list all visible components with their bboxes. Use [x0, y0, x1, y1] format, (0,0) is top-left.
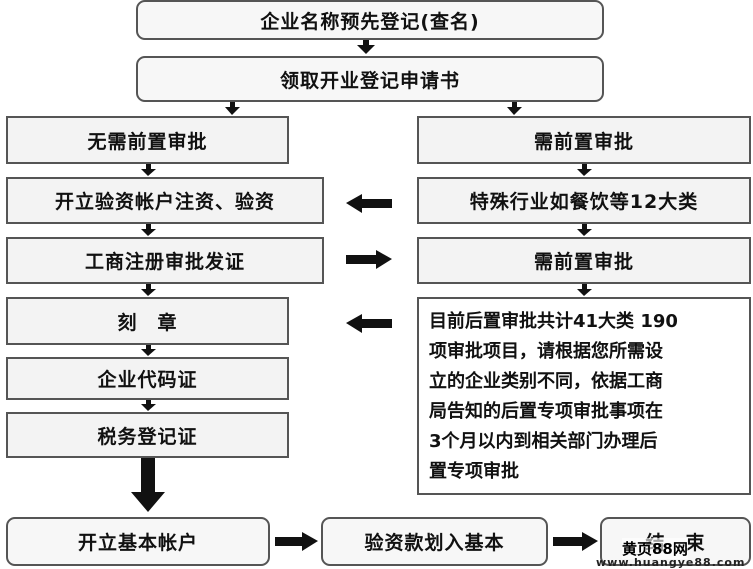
need-pre-approval-label: 需前置审批 — [533, 130, 634, 153]
no-pre-approval-label: 无需前置审批 — [87, 130, 208, 153]
arrow-left-4 — [141, 345, 156, 356]
note-line-2: 项审批项目，请根据您所需设 — [429, 341, 663, 362]
arrow-bottom-2 — [553, 532, 598, 551]
business-license-step: 工商注册审批发证 — [6, 237, 324, 284]
post-approval-note: 目前后置审批共计41大类 190 项审批项目，请根据您所需设 立的企业类别不同，… — [417, 297, 751, 495]
basic-account-step: 开立基本帐户 — [6, 517, 270, 566]
special-industry-step: 特殊行业如餐饮等12大类 — [417, 177, 751, 224]
watermark-logo: 黄页88网 — [622, 538, 688, 559]
arrow-down-right-branch — [507, 101, 522, 115]
note-line-6: 置专项审批 — [429, 461, 519, 482]
name-check-step: 企业名称预先登记(查名) — [136, 0, 604, 40]
seal-step: 刻 章 — [6, 297, 289, 345]
need-pre-approval-2-label: 需前置审批 — [533, 251, 634, 273]
name-check-label: 企业名称预先登记(查名) — [260, 10, 480, 33]
transfer-funds-step: 验资款划入基本 — [321, 517, 548, 566]
basic-account-label: 开立基本帐户 — [77, 532, 198, 554]
arrow-down-left-branch — [225, 101, 240, 115]
open-account-label: 开立验资帐户注资、验资 — [54, 191, 275, 213]
arrow-right-1 — [577, 164, 592, 176]
need-pre-approval-step: 需前置审批 — [417, 116, 751, 164]
tax-registration-step: 税务登记证 — [6, 412, 289, 458]
arrow-left-5 — [141, 400, 156, 411]
note-line-5: 3个月以内到相关部门办理后 — [429, 431, 658, 452]
arrow-horizontal-left-2 — [346, 314, 392, 333]
seal-label: 刻 章 — [117, 311, 178, 334]
arrow-left-2 — [141, 224, 156, 236]
get-application-form-step: 领取开业登记申请书 — [136, 56, 604, 102]
tax-reg-label: 税务登记证 — [97, 425, 198, 448]
arrow-horizontal-right — [346, 250, 392, 269]
arrow-big-down — [131, 457, 165, 512]
arrow-left-3 — [141, 284, 156, 296]
note-line-4: 局告知的后置专项审批事项在 — [429, 401, 663, 422]
arrow-horizontal-left-1 — [346, 194, 392, 213]
note-line-1: 目前后置审批共计41大类 190 — [429, 311, 678, 332]
note-line-3: 立的企业类别不同，依据工商 — [429, 371, 663, 392]
org-code-step: 企业代码证 — [6, 357, 289, 400]
org-code-label: 企业代码证 — [97, 369, 198, 391]
transfer-label: 验资款划入基本 — [364, 532, 505, 554]
need-pre-approval-step-2: 需前置审批 — [417, 237, 751, 284]
watermark-url: www.huangye88.com — [596, 556, 746, 569]
issue-license-label: 工商注册审批发证 — [84, 251, 245, 273]
arrow-left-1 — [141, 164, 156, 176]
get-form-label: 领取开业登记申请书 — [279, 69, 460, 92]
special-industry-label: 特殊行业如餐饮等12大类 — [469, 191, 699, 213]
no-pre-approval-step: 无需前置审批 — [6, 116, 289, 164]
open-capital-account-step: 开立验资帐户注资、验资 — [6, 177, 324, 224]
arrow-bottom-1 — [275, 532, 318, 551]
arrow-down-1 — [357, 39, 375, 54]
arrow-right-2 — [577, 224, 592, 236]
arrow-right-3 — [577, 284, 592, 296]
